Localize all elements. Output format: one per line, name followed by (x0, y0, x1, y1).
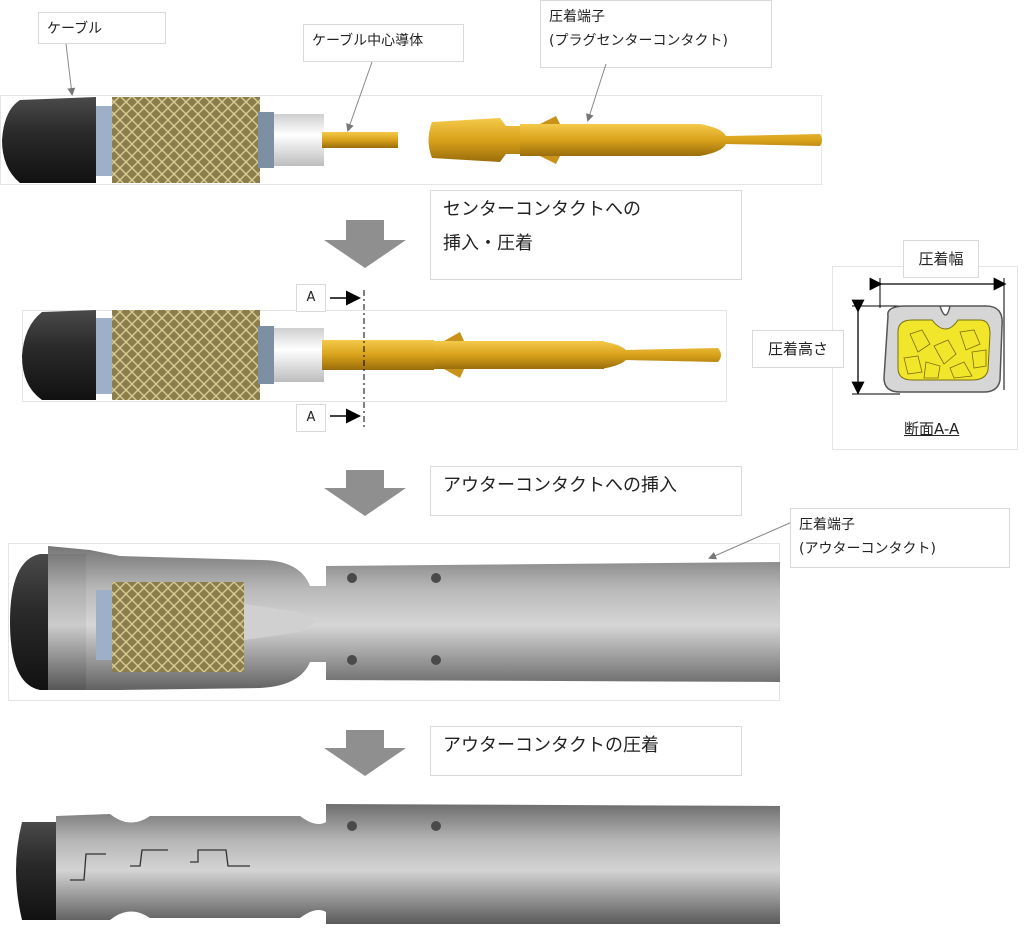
crimp-width-label-text: 圧着幅 (918, 250, 964, 268)
step3-text: アウターコンタクトの圧着 (443, 735, 659, 756)
outer-contact-label-line1: 圧着端子 (799, 517, 855, 533)
section-marker-top: A (296, 284, 326, 312)
step1-arrow (324, 220, 406, 268)
crimp-height-label-text: 圧着高さ (767, 340, 828, 358)
stage4-assembly (16, 804, 780, 924)
section-title-text: 断面A-A (904, 420, 960, 438)
cable-leader (65, 43, 76, 96)
step2-arrow (324, 470, 406, 516)
crimp-cross-section (851, 277, 1007, 395)
plug-center-contact-label-line1: 圧着端子 (549, 9, 605, 25)
center-conductor-label: ケーブル中心導体 (303, 24, 464, 62)
outer-contact-leader (708, 521, 793, 560)
step2-text: アウターコンタクトへの挿入 (443, 475, 677, 496)
section-title: 断面A-A (904, 418, 959, 439)
center-conductor-label-text: ケーブル中心導体 (312, 33, 424, 49)
stage1-plug-center-contact (428, 116, 822, 164)
conductor-leader (346, 61, 373, 132)
section-marker-bottom-text: A (306, 410, 316, 425)
stage3-assembly (10, 546, 780, 690)
plug-contact-leader (586, 63, 607, 122)
crimp-width-label: 圧着幅 (903, 240, 979, 278)
step1-box: センターコンタクトへの 挿入・圧着 (430, 190, 742, 280)
section-marker-bottom: A (296, 404, 326, 432)
center-conductor (322, 132, 398, 148)
cable-label: ケーブル (38, 12, 166, 44)
cable-label-text: ケーブル (47, 21, 103, 37)
step2-box: アウターコンタクトへの挿入 (430, 466, 742, 516)
stage1-cable (2, 97, 398, 183)
plug-center-contact-label: 圧着端子 (プラグセンターコンタクト) (540, 0, 772, 68)
step1-line2: 挿入・圧着 (443, 233, 533, 254)
outer-contact-label-line2: (アウターコンタクト) (799, 541, 936, 557)
step3-arrow (324, 730, 406, 776)
step3-box: アウターコンタクトの圧着 (430, 726, 742, 776)
step1-line1: センターコンタクトへの (443, 199, 641, 220)
section-marker-top-text: A (306, 290, 316, 305)
plug-center-contact-label-line2: (プラグセンターコンタクト) (549, 33, 728, 49)
stage2-crimped-center-contact (322, 332, 721, 378)
outer-contact-label: 圧着端子 (アウターコンタクト) (790, 508, 1010, 568)
stage2-cable (22, 310, 324, 400)
crimp-height-label: 圧着高さ (752, 330, 844, 368)
